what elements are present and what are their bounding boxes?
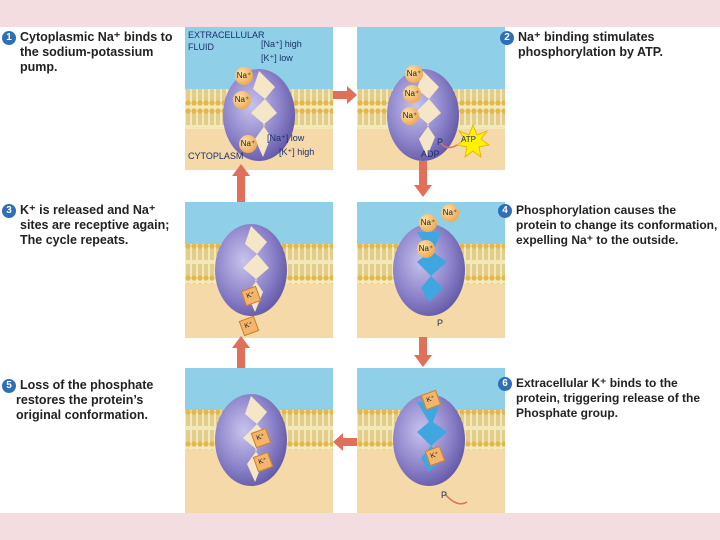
phosphate-label: P <box>441 490 448 500</box>
step-number-badge: 6 <box>498 377 512 391</box>
step-number-badge: 4 <box>498 204 512 218</box>
panel-step-6: K⁺ K⁺ P <box>357 368 505 513</box>
arrow-right-1-to-2 <box>333 86 357 104</box>
extracellular-label: EXTRACELLULAR <box>188 30 265 40</box>
arrow-down-2-to-4 <box>414 161 432 197</box>
sodium-ion: Na⁺ <box>419 214 437 232</box>
cytoplasm-label: CYTOPLASM <box>188 151 244 161</box>
step-number-badge: 1 <box>2 31 16 45</box>
sodium-ion: Na⁺ <box>403 85 421 103</box>
sodium-ion: Na⁺ <box>441 204 459 222</box>
arrow-up-3-to-1 <box>232 164 250 202</box>
arrow-down-4-to-6 <box>414 337 432 367</box>
sodium-ion: Na⁺ <box>235 67 253 85</box>
panel-step-1: EXTRACELLULAR FLUID [Na⁺] high [K⁺] low … <box>185 27 333 170</box>
step-number-badge: 3 <box>2 204 16 218</box>
sodium-ion: Na⁺ <box>239 135 257 153</box>
panel-step-2: Na⁺ Na⁺ Na⁺ P ATP ADP <box>357 27 505 170</box>
k-high-label: [K⁺] high <box>279 147 315 157</box>
phosphate-label: P <box>437 318 444 328</box>
sodium-ion: Na⁺ <box>405 65 423 83</box>
panel-step-5: K⁺ K⁺ <box>185 368 333 513</box>
panel-step-3: K⁺ K⁺ <box>185 202 333 338</box>
panel-step-4: Na⁺ Na⁺ Na⁺ P <box>357 202 505 338</box>
arrow-left-6-to-5 <box>333 433 357 451</box>
step-number-badge: 5 <box>2 379 16 393</box>
na-high-label: [Na⁺] high <box>261 39 302 49</box>
k-low-label: [K⁺] low <box>261 53 293 63</box>
arrow-up-5-to-3 <box>232 336 250 368</box>
fluid-label: FLUID <box>188 42 215 52</box>
membrane-diagram <box>185 202 333 338</box>
step-number-badge: 2 <box>500 31 514 45</box>
sodium-ion: Na⁺ <box>417 240 435 258</box>
na-low-label: [Na⁺] low <box>267 133 305 143</box>
phosphate-label: P <box>437 137 444 147</box>
sodium-ion: Na⁺ <box>233 91 251 109</box>
adp-label: ADP <box>421 149 440 159</box>
atp-label: ATP <box>461 135 476 144</box>
sodium-ion: Na⁺ <box>401 107 419 125</box>
membrane-diagram <box>357 368 505 513</box>
